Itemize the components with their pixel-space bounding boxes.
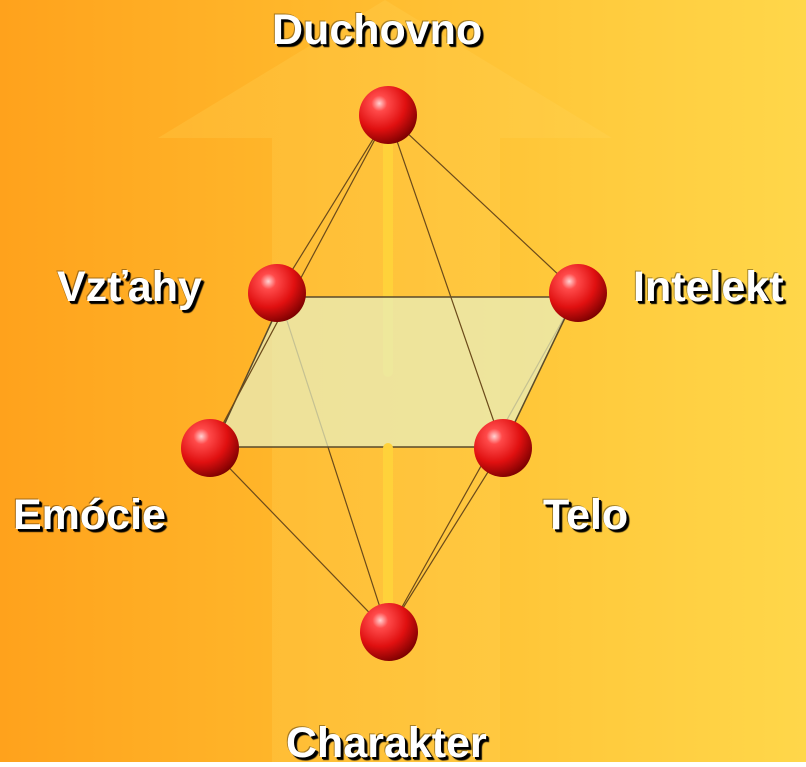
label-right-node: Intelekt xyxy=(633,263,784,311)
label-bottom-right-node: Telo xyxy=(543,491,629,539)
sphere-bottom-right xyxy=(474,419,532,477)
label-bottom-left-node: Emócie xyxy=(13,491,166,539)
label-top-node: Duchovno xyxy=(272,6,483,54)
sphere-bottom xyxy=(360,603,418,661)
sphere-bottom-left xyxy=(181,419,239,477)
sphere-top xyxy=(359,86,417,144)
label-left-node: Vzťahy xyxy=(57,263,202,311)
label-bottom-node: Charakter xyxy=(286,719,487,767)
sphere-right xyxy=(549,264,607,322)
sphere-left xyxy=(248,264,306,322)
